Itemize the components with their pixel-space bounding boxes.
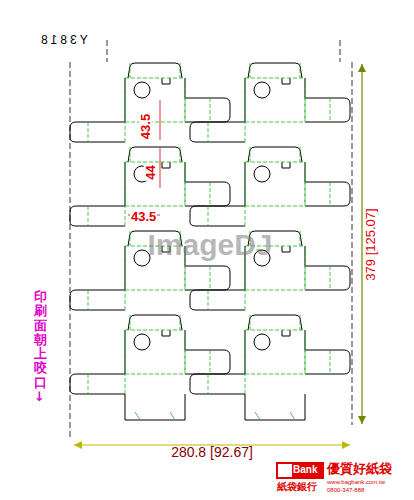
- dimension-value: 43.5: [140, 112, 153, 139]
- part-code: Y3818: [38, 34, 88, 46]
- logo-slogan: 優質好紙袋: [327, 462, 392, 475]
- logo-name: 紙袋銀行: [277, 482, 317, 492]
- overall-width: 280.8 [92.67]: [171, 445, 253, 459]
- print-note: 印刷面朝上咬口↓: [34, 290, 47, 404]
- logo-mark: Bank: [293, 465, 317, 475]
- watermark: ImageDJ: [147, 230, 272, 260]
- dimension-value: 43.5: [130, 210, 157, 223]
- overall-height: 379 [125.07]: [363, 207, 376, 281]
- dimension-value: 44: [144, 164, 157, 180]
- logo-phone: 0800-347-888: [327, 487, 364, 493]
- logo-url: www.bagbank.com.tw: [327, 479, 385, 485]
